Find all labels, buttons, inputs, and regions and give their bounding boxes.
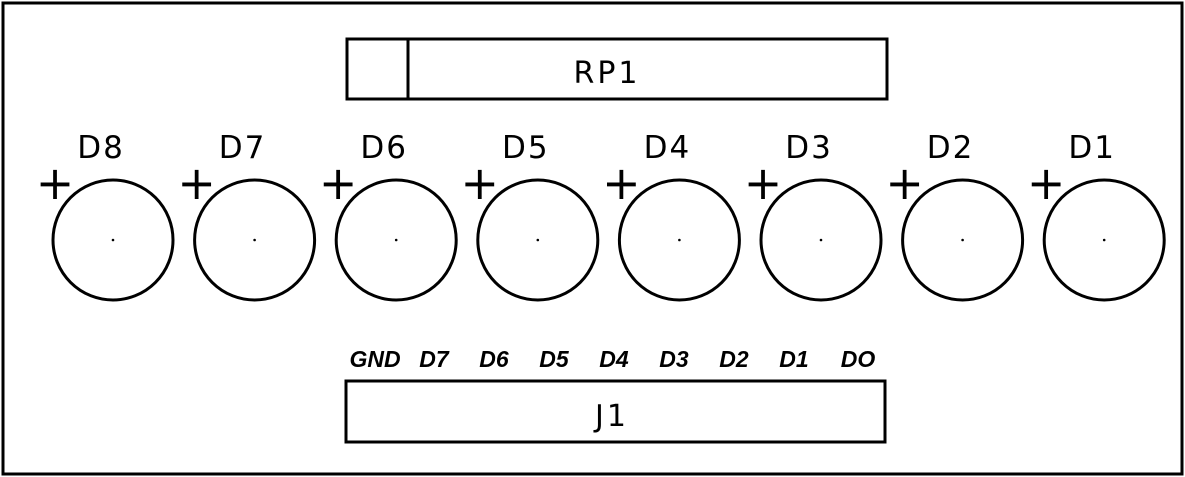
led-polarity-plus-icon: + — [1027, 156, 1066, 210]
pin-label: D1 — [779, 346, 808, 372]
pin-label: D6 — [479, 346, 509, 372]
led-footprint: D2+ — [885, 130, 1025, 302]
led-outline-circle — [476, 178, 600, 302]
led-row: D8+D7+D6+D5+D4+D3+D2+D1+ — [36, 130, 1166, 302]
led-outline-circle — [51, 178, 175, 302]
led-outline-circle — [193, 178, 317, 302]
led-outline-circle — [334, 178, 458, 302]
led-footprint: D4+ — [602, 130, 741, 302]
led-label: D2 — [927, 130, 975, 166]
led-center-dot — [536, 238, 540, 242]
led-center-dot — [253, 238, 256, 242]
pin-label: D4 — [599, 346, 629, 372]
led-polarity-plus-icon: + — [319, 156, 358, 210]
led-footprint: D6+ — [319, 130, 458, 302]
pin-label: D5 — [539, 346, 570, 372]
led-footprint: D1+ — [1027, 130, 1166, 302]
led-center-dot — [819, 238, 823, 242]
led-label: D4 — [644, 130, 692, 166]
led-label: D1 — [1068, 130, 1116, 166]
led-center-dot — [678, 238, 681, 242]
pin-label: DO — [841, 346, 876, 372]
resistor-pack-label: RP1 — [573, 56, 640, 91]
connector-label: J1 — [593, 399, 629, 434]
led-outline-circle — [1042, 178, 1166, 302]
connector-j1: J1 — [344, 379, 887, 444]
connector-body — [344, 379, 887, 444]
led-outline-circle — [617, 178, 741, 302]
led-label: D8 — [77, 130, 125, 166]
led-footprint: D8+ — [36, 130, 175, 302]
led-center-dot — [961, 238, 964, 242]
led-label: D7 — [219, 130, 267, 166]
led-center-dot — [394, 238, 398, 242]
resistor-pack-body — [345, 37, 889, 101]
led-label: D5 — [502, 130, 550, 166]
led-footprint: D3+ — [744, 130, 883, 302]
led-outline-circle — [901, 178, 1025, 302]
resistor-pack-rp1: RP1 — [345, 37, 889, 101]
pin-label: D3 — [659, 346, 689, 372]
led-center-dot — [1102, 238, 1106, 242]
led-footprint: D5+ — [461, 130, 600, 302]
led-polarity-plus-icon: + — [36, 156, 75, 210]
led-polarity-plus-icon: + — [177, 156, 216, 210]
pin-label: GND — [349, 346, 400, 372]
led-center-dot — [111, 238, 115, 242]
led-polarity-plus-icon: + — [885, 156, 924, 210]
pin-label: D7 — [419, 346, 450, 372]
connector-pin-labels: GND D7 D6 D5 D4 D3 D2 D1 DO — [349, 346, 875, 372]
led-polarity-plus-icon: + — [461, 156, 500, 210]
led-footprint: D7+ — [177, 130, 317, 302]
led-label: D3 — [785, 130, 833, 166]
led-polarity-plus-icon: + — [744, 156, 783, 210]
pin-label: D2 — [719, 346, 749, 372]
led-polarity-plus-icon: + — [602, 156, 641, 210]
led-outline-circle — [759, 178, 883, 302]
led-label: D6 — [360, 130, 408, 166]
